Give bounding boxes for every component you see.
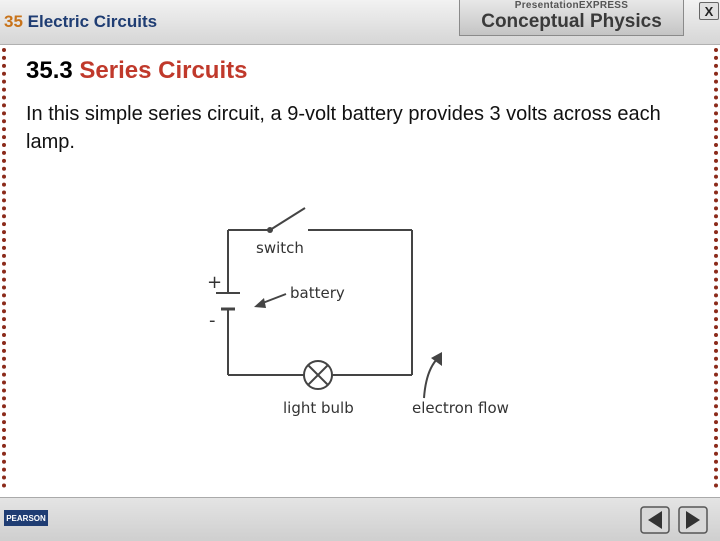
section-name: Series Circuits: [79, 57, 248, 84]
footer-bar: PEARSON: [0, 497, 720, 541]
switch-pivot: [267, 227, 273, 233]
brand-main-text: Conceptual Physics: [481, 11, 662, 32]
chevron-right-icon: [686, 511, 700, 529]
brand-top-text: PresentationEXPRESS: [514, 0, 629, 11]
battery-label: battery: [290, 284, 345, 302]
circuit-diagram: switch battery + - light bulb electron f…: [190, 180, 530, 430]
section-number: 35.3: [26, 57, 73, 84]
publisher-logo: PEARSON: [4, 510, 48, 526]
chapter-name: Electric Circuits: [27, 12, 158, 31]
chevron-left-icon: [648, 511, 662, 529]
brand-logo: PresentationEXPRESS Conceptual Physics: [459, 0, 684, 36]
right-dotted-border: [714, 48, 718, 488]
light-bulb-label: light bulb: [283, 399, 354, 417]
slide-body-text: In this simple series circuit, a 9-volt …: [26, 103, 661, 153]
electron-flow-label: electron flow: [412, 399, 509, 417]
chapter-title: 35 Electric Circuits: [4, 12, 157, 32]
minus-sign: -: [209, 310, 216, 331]
switch-label: switch: [256, 239, 304, 257]
circuit-drawing: [216, 207, 442, 399]
close-button[interactable]: X: [699, 2, 719, 20]
battery-arrow-icon: [254, 298, 266, 308]
plus-sign: +: [207, 272, 223, 293]
electron-flow-arrow-icon: [431, 352, 442, 366]
chapter-number: 35: [4, 12, 23, 31]
section-title: 35.3 Series Circuits: [26, 57, 247, 85]
header-bar: 35 Electric Circuits PresentationEXPRESS…: [0, 0, 720, 45]
next-slide-button[interactable]: [678, 506, 708, 534]
left-dotted-border: [2, 48, 6, 488]
previous-slide-button[interactable]: [640, 506, 670, 534]
